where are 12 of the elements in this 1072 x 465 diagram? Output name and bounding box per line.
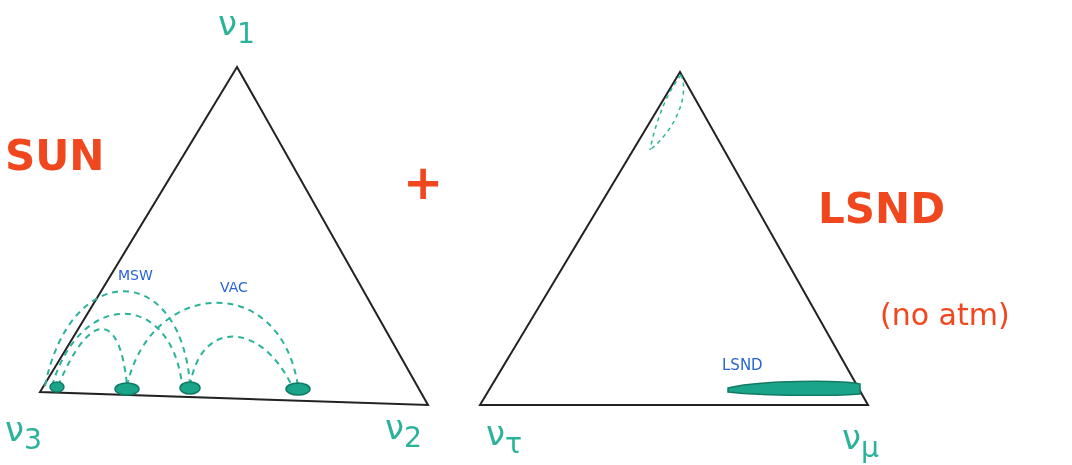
region-label: LSND bbox=[722, 358, 763, 373]
experiment-label: LSND bbox=[818, 188, 946, 230]
vertex-label: ν$_{1}$ bbox=[218, 6, 256, 49]
region-label: MSW bbox=[118, 268, 153, 282]
note-label: (no atm) bbox=[880, 300, 1010, 330]
vertex-label: ν$_{3}$ bbox=[5, 412, 43, 455]
plus-sign: + bbox=[403, 158, 444, 206]
vertex-label: ν$_{2}$ bbox=[385, 410, 423, 453]
experiment-label: SUN bbox=[5, 135, 105, 177]
region-label: VAC bbox=[220, 280, 248, 294]
vertex-label: ν$_{τ}$ bbox=[486, 416, 523, 459]
vertex-label: ν$_{μ}$ bbox=[842, 420, 880, 463]
